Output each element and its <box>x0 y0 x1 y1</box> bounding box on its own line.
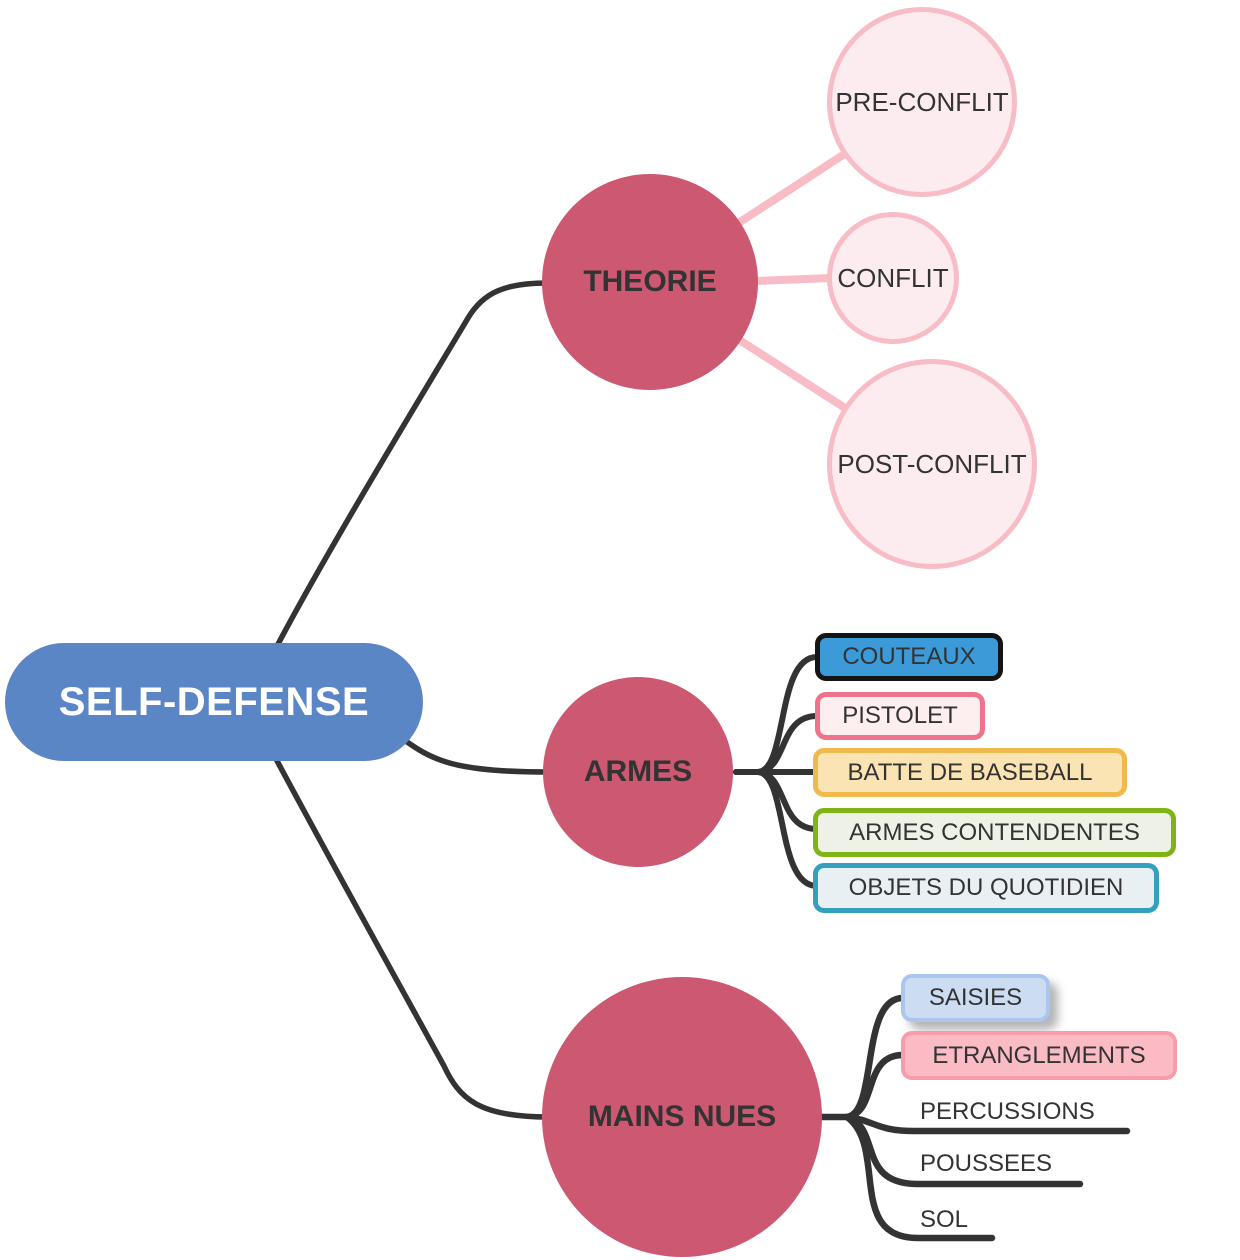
leaf-pistolet-label: PISTOLET <box>842 702 958 729</box>
link-root-mainsnues <box>272 754 551 1120</box>
node-leaf-couteaux[interactable]: COUTEAUX <box>815 633 1003 681</box>
link-theorie-preconflit <box>736 151 847 226</box>
branch-mains-nues-label: MAINS NUES <box>587 1100 777 1133</box>
leaf-objets-label: OBJETS DU QUOTIDIEN <box>848 874 1124 901</box>
node-leaf-post-conflit[interactable]: POST-CONFLIT <box>827 359 1037 569</box>
leaf-batte-label: BATTE DE BASEBALL <box>847 758 1093 786</box>
node-leaf-etranglements[interactable]: ETRANGLEMENTS <box>901 1031 1177 1080</box>
node-leaf-pre-conflit[interactable]: PRE-CONFLIT <box>827 7 1017 197</box>
node-leaf-armes-contendentes[interactable]: ARMES CONTENDENTES <box>813 808 1176 857</box>
link-mains-etranglements <box>843 1051 907 1121</box>
node-branch-theorie[interactable]: THEORIE <box>542 174 758 390</box>
node-leaf-batte-de-baseball[interactable]: BATTE DE BASEBALL <box>813 748 1127 797</box>
node-leaf-sol[interactable]: SOL <box>920 1206 968 1234</box>
node-leaf-poussees[interactable]: POUSSEES <box>920 1150 1052 1178</box>
leaf-conflit-label: CONFLIT <box>837 262 949 293</box>
branch-theorie-label: THEORIE <box>583 265 717 298</box>
leaf-percussions-label: PERCUSSIONS <box>920 1098 1095 1125</box>
leaf-pre-conflit-label: PRE-CONFLIT <box>835 86 1009 117</box>
leaf-saisies-label: SAISIES <box>928 984 1023 1011</box>
leaf-poussees-label: POUSSEES <box>920 1150 1053 1177</box>
leaf-post-conflit-label: POST-CONFLIT <box>837 448 1027 479</box>
branch-armes-label: ARMES <box>583 755 693 788</box>
node-branch-armes[interactable]: ARMES <box>543 677 733 867</box>
leaf-contendentes-label: ARMES CONTENDENTES <box>849 818 1140 846</box>
leaf-couteaux-label: COUTEAUX <box>842 643 976 670</box>
leaf-sol-label: SOL <box>920 1206 969 1233</box>
node-leaf-conflit[interactable]: CONFLIT <box>827 212 959 344</box>
root-label: SELF-DEFENSE <box>58 679 370 724</box>
leaf-etranglements-label: ETRANGLEMENTS <box>932 1041 1146 1069</box>
node-leaf-objets-du-quotidien[interactable]: OBJETS DU QUOTIDIEN <box>813 863 1159 913</box>
link-armes-objets <box>755 769 820 889</box>
node-root-self-defense[interactable]: SELF-DEFENSE <box>5 643 423 761</box>
node-branch-mains-nues[interactable]: MAINS NUES <box>542 977 822 1257</box>
link-theorie-postconflit <box>737 337 849 412</box>
node-leaf-saisies[interactable]: SAISIES <box>901 974 1050 1022</box>
node-leaf-pistolet[interactable]: PISTOLET <box>815 692 985 740</box>
link-root-armes <box>397 734 551 775</box>
node-leaf-percussions[interactable]: PERCUSSIONS <box>920 1098 1095 1126</box>
link-root-theorie <box>273 280 551 651</box>
link-mains-sol <box>843 1113 996 1242</box>
link-theorie-conflit <box>752 274 835 285</box>
